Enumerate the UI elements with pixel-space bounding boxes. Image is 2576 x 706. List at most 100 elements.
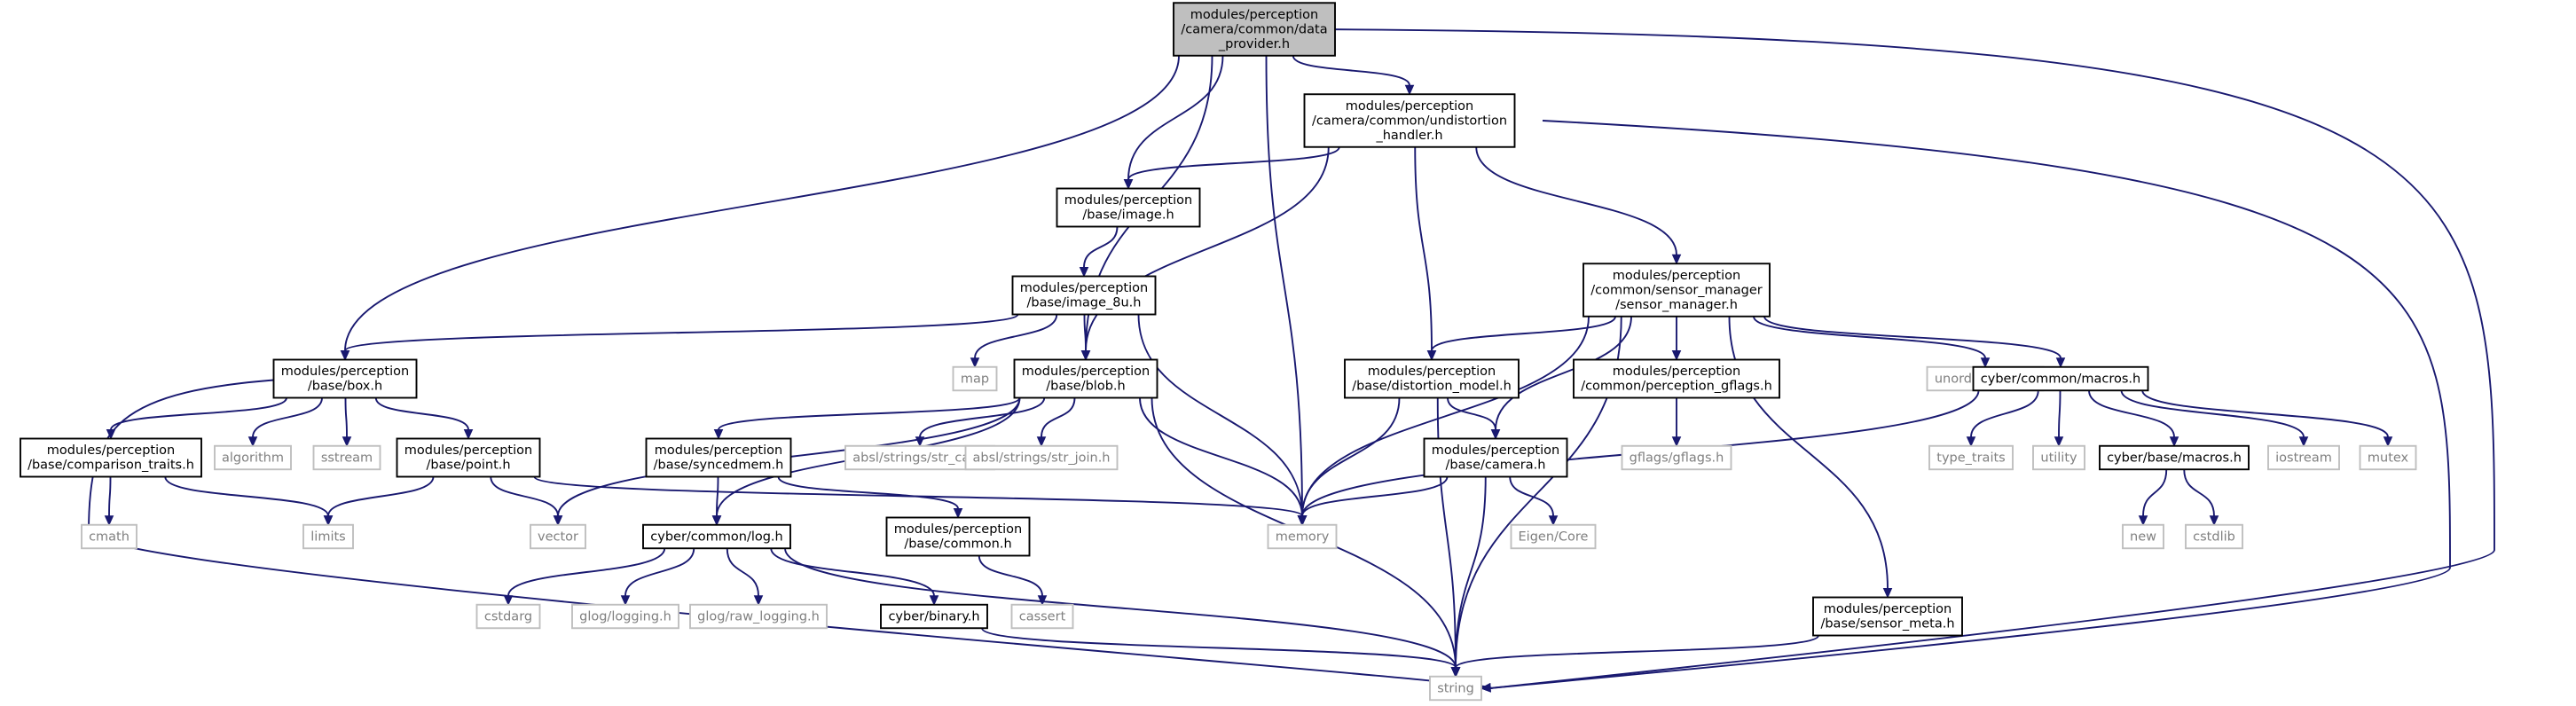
node-undistortion-handler[interactable]: modules/perception/camera/common/undisto… [1303, 93, 1516, 148]
edge-sensor-meta-to-string [1455, 634, 1819, 669]
node-sensor-meta[interactable]: modules/perception/base/sensor_meta.h [1812, 596, 1963, 637]
node-cyber-common-macros[interactable]: cyber/common/macros.h [1972, 365, 2149, 392]
edge-data-provider-to-memory [1265, 55, 1303, 516]
edge-cyber-common-macros-to-type-traits [1970, 390, 2039, 437]
edge-distortion-model-to-memory [1301, 397, 1401, 516]
node-sstream: sstream [312, 444, 381, 471]
edge-image-8u-to-blob [1083, 314, 1087, 351]
node-syncedmem[interactable]: modules/perception/base/syncedmem.h [645, 437, 792, 478]
edge-arrowhead [1980, 357, 1991, 368]
node-box [880, 603, 988, 630]
node-box[interactable]: modules/perception/base/box.h [272, 358, 418, 399]
node-image[interactable]: modules/perception/base/image.h [1056, 187, 1201, 228]
node-label-line: modules/perception [404, 443, 532, 458]
node-iostream: iostream [2267, 444, 2340, 471]
edge-box-to-point [374, 397, 469, 430]
node-box [952, 365, 998, 392]
edge-cyber-binary-to-string [981, 627, 1457, 669]
edge-undistortion-handler-to-image [1127, 146, 1340, 180]
node-cyber-binary[interactable]: cyber/binary.h [880, 603, 988, 630]
nodes-layer: modules/perception/camera/common/data_pr… [20, 2, 2417, 702]
edge-blob-to-memory [1139, 397, 1303, 516]
node-label-line: string [1437, 681, 1474, 695]
node-box [1267, 523, 1338, 550]
edge-box-to-comparison-traits [110, 397, 287, 430]
node-label-line: modules/perception [894, 522, 1022, 537]
node-box [642, 523, 791, 550]
edge-arrowhead [104, 515, 114, 526]
edge-arrowhead [2383, 436, 2393, 447]
node-log[interactable]: cyber/common/log.h [642, 523, 791, 550]
edge-arrowhead [503, 595, 514, 606]
edge-blob-to-str-cat [919, 397, 1046, 438]
edge-camera-to-memory [1301, 476, 1449, 517]
node-str-join: absl/strings/str_join.h [964, 444, 1119, 471]
node-box [2099, 444, 2250, 471]
node-label-line: utility [2040, 451, 2077, 465]
node-comparison-traits[interactable]: modules/perception/base/comparison_trait… [20, 437, 202, 478]
node-label-line: /sensor_manager.h [1615, 298, 1738, 312]
node-label-line: mutex [2368, 451, 2409, 465]
node-label-line: limits [310, 530, 345, 544]
edge-undistortion-handler-to-distortion-model [1414, 146, 1433, 351]
node-label-line: absl/strings/str_cat.h [852, 451, 986, 465]
node-box [1344, 358, 1520, 399]
node-label-line: /base/camera.h [1446, 459, 1546, 473]
node-point[interactable]: modules/perception/base/point.h [396, 437, 541, 478]
node-label-line: modules/perception [47, 443, 175, 458]
node-box [272, 358, 418, 399]
edge-sensor-manager-to-memory [1301, 316, 1590, 516]
edge-arrowhead [1037, 595, 1048, 606]
node-base-common[interactable]: modules/perception/base/common.h [885, 516, 1031, 557]
node-label-line: /base/comparison_traits.h [27, 459, 194, 473]
node-label-line: _provider.h [1218, 37, 1290, 51]
node-box [1429, 675, 1482, 702]
edge-cyber-base-macros-to-new [2142, 469, 2168, 516]
node-label-line: /common/perception_gflags.h [1581, 380, 1772, 394]
node-box [81, 523, 137, 550]
node-camera[interactable]: modules/perception/base/camera.h [1423, 437, 1568, 478]
node-sensor-manager[interactable]: modules/perception/common/sensor_manager… [1583, 263, 1771, 318]
node-label-line: modules/perception [1020, 281, 1148, 295]
edge-arrowhead [2209, 515, 2219, 526]
node-box [2032, 444, 2085, 471]
node-box [1010, 603, 1074, 630]
node-box [1056, 187, 1201, 228]
node-label-line: modules/perception [1190, 8, 1318, 22]
edge-cyber-base-macros-to-cstdlib [2183, 469, 2215, 516]
node-label-line: vector [538, 530, 578, 544]
node-box [1972, 365, 2149, 392]
node-blob[interactable]: modules/perception/base/blob.h [1013, 358, 1158, 399]
node-new: new [2122, 523, 2164, 550]
node-label-line: absl/strings/str_join.h [973, 451, 1111, 465]
edge-sensor-manager-to-distortion-model [1431, 316, 1616, 351]
edge-point-to-vector [490, 476, 559, 516]
node-label-line: cyber/binary.h [888, 609, 979, 624]
node-label-line: modules/perception [281, 365, 409, 379]
edge-image-to-image-8u [1083, 226, 1119, 268]
edge-distortion-model-to-camera [1447, 397, 1496, 430]
edge-arrowhead [929, 595, 939, 606]
edge-arrowhead [1123, 179, 1134, 190]
node-distortion-model[interactable]: modules/perception/base/distortion_model… [1344, 358, 1520, 399]
edge-sensor-manager-to-cyber-common-macros [1763, 316, 2062, 359]
edge-arrowhead [970, 357, 980, 368]
edge-data-provider-to-image [1127, 55, 1224, 180]
node-label-line: modules/perception [1613, 365, 1740, 379]
node-label-line: cstdlib [2193, 530, 2235, 544]
node-label-line: /camera/common/undistortion [1312, 114, 1507, 128]
node-cyber-base-macros[interactable]: cyber/base/macros.h [2099, 444, 2250, 471]
node-box [475, 603, 541, 630]
edge-camera-to-eigen-core [1509, 476, 1554, 516]
node-perception-gflags[interactable]: modules/perception/common/perception_gfl… [1573, 358, 1780, 399]
node-label-line: /base/syncedmem.h [654, 459, 784, 473]
edge-base-common-to-cassert [978, 555, 1043, 596]
node-image-8u[interactable]: modules/perception/base/image_8u.h [1011, 275, 1157, 316]
node-box [1303, 93, 1516, 148]
edge-camera-to-string [1455, 476, 1487, 668]
edge-sensor-manager-to-sensor-meta [1728, 316, 1889, 589]
node-data-provider[interactable]: modules/perception/camera/common/data_pr… [1173, 2, 1336, 57]
node-box [689, 603, 828, 630]
node-label-line: /base/image_8u.h [1027, 296, 1142, 310]
node-eigen-core: Eigen/Core [1510, 523, 1597, 550]
